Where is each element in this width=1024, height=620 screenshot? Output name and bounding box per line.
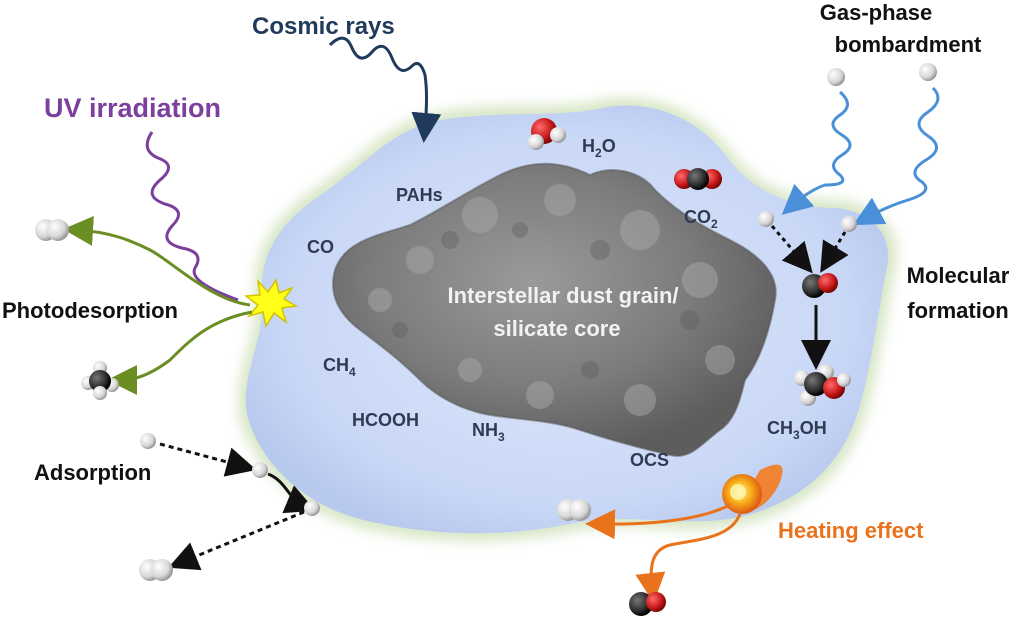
gas-atom-2-icon [919,63,937,81]
dust-grain-core: Interstellar dust grain/ silicate core [332,162,777,457]
gas-phase-label-line2: bombardment [835,32,982,57]
heated-co-icon [629,592,666,616]
core-label-line1: Interstellar dust grain/ [447,283,678,308]
gas-phase-bombardment: Gas-phase bombardment [758,0,982,274]
gas-atom-1-icon [827,68,845,86]
surface-atom-2-icon [841,216,857,232]
uv-irradiation: UV irradiation [44,93,299,328]
photodesorption-label: Photodesorption [2,298,178,323]
molecular-label-line2: formation [907,298,1008,323]
nh3-label: NH3 [472,420,505,444]
cosmic-rays-label: Cosmic rays [252,13,395,40]
incoming-atom-icon [140,433,156,449]
co-molecule-icon [802,273,838,298]
heating-effect-label: Heating effect [778,518,924,543]
uv-starburst-icon [243,278,299,328]
h2o-label: H2O [582,136,616,160]
core-label-line2: silicate core [493,316,620,341]
co2-label: CO2 [684,207,718,231]
co-label: CO [307,237,334,257]
surface-atom-1-icon [758,211,774,227]
co2-molecule-icon [674,168,722,190]
ch3oh-molecule-icon [794,364,851,406]
diffused-atom-icon [304,500,320,516]
h2-molecule-icon [35,219,69,241]
heating-effect: Heating effect [557,464,924,616]
photodesorption: Photodesorption [2,215,253,400]
desorbed-h2-icon [139,559,173,581]
adsorbed-atom-icon [252,462,268,478]
hcooh-label: HCOOH [352,410,419,430]
heated-h2-icon [557,499,591,521]
ch4-molecule-icon [81,361,119,400]
h2o-molecule-icon [528,118,566,150]
molecular-formation: Molecular formation [794,263,1010,406]
adsorption: Adsorption [34,433,320,581]
uv-irradiation-label: UV irradiation [44,93,221,123]
molecular-label-line1: Molecular [907,263,1010,288]
ch3oh-label: CH3OH [767,418,827,442]
gas-phase-label-line1: Gas-phase [820,0,933,25]
pahs-label: PAHs [396,185,443,205]
ice-molecule-labels: H2O CO2 PAHs CO CH4 HCOOH NH3 OCS CH3OH [307,118,827,470]
ocs-label: OCS [630,450,669,470]
adsorption-label: Adsorption [34,460,151,485]
fireball-icon [722,464,783,514]
ch4-label: CH4 [323,355,356,379]
cosmic-rays-wave: Cosmic rays [252,13,442,143]
